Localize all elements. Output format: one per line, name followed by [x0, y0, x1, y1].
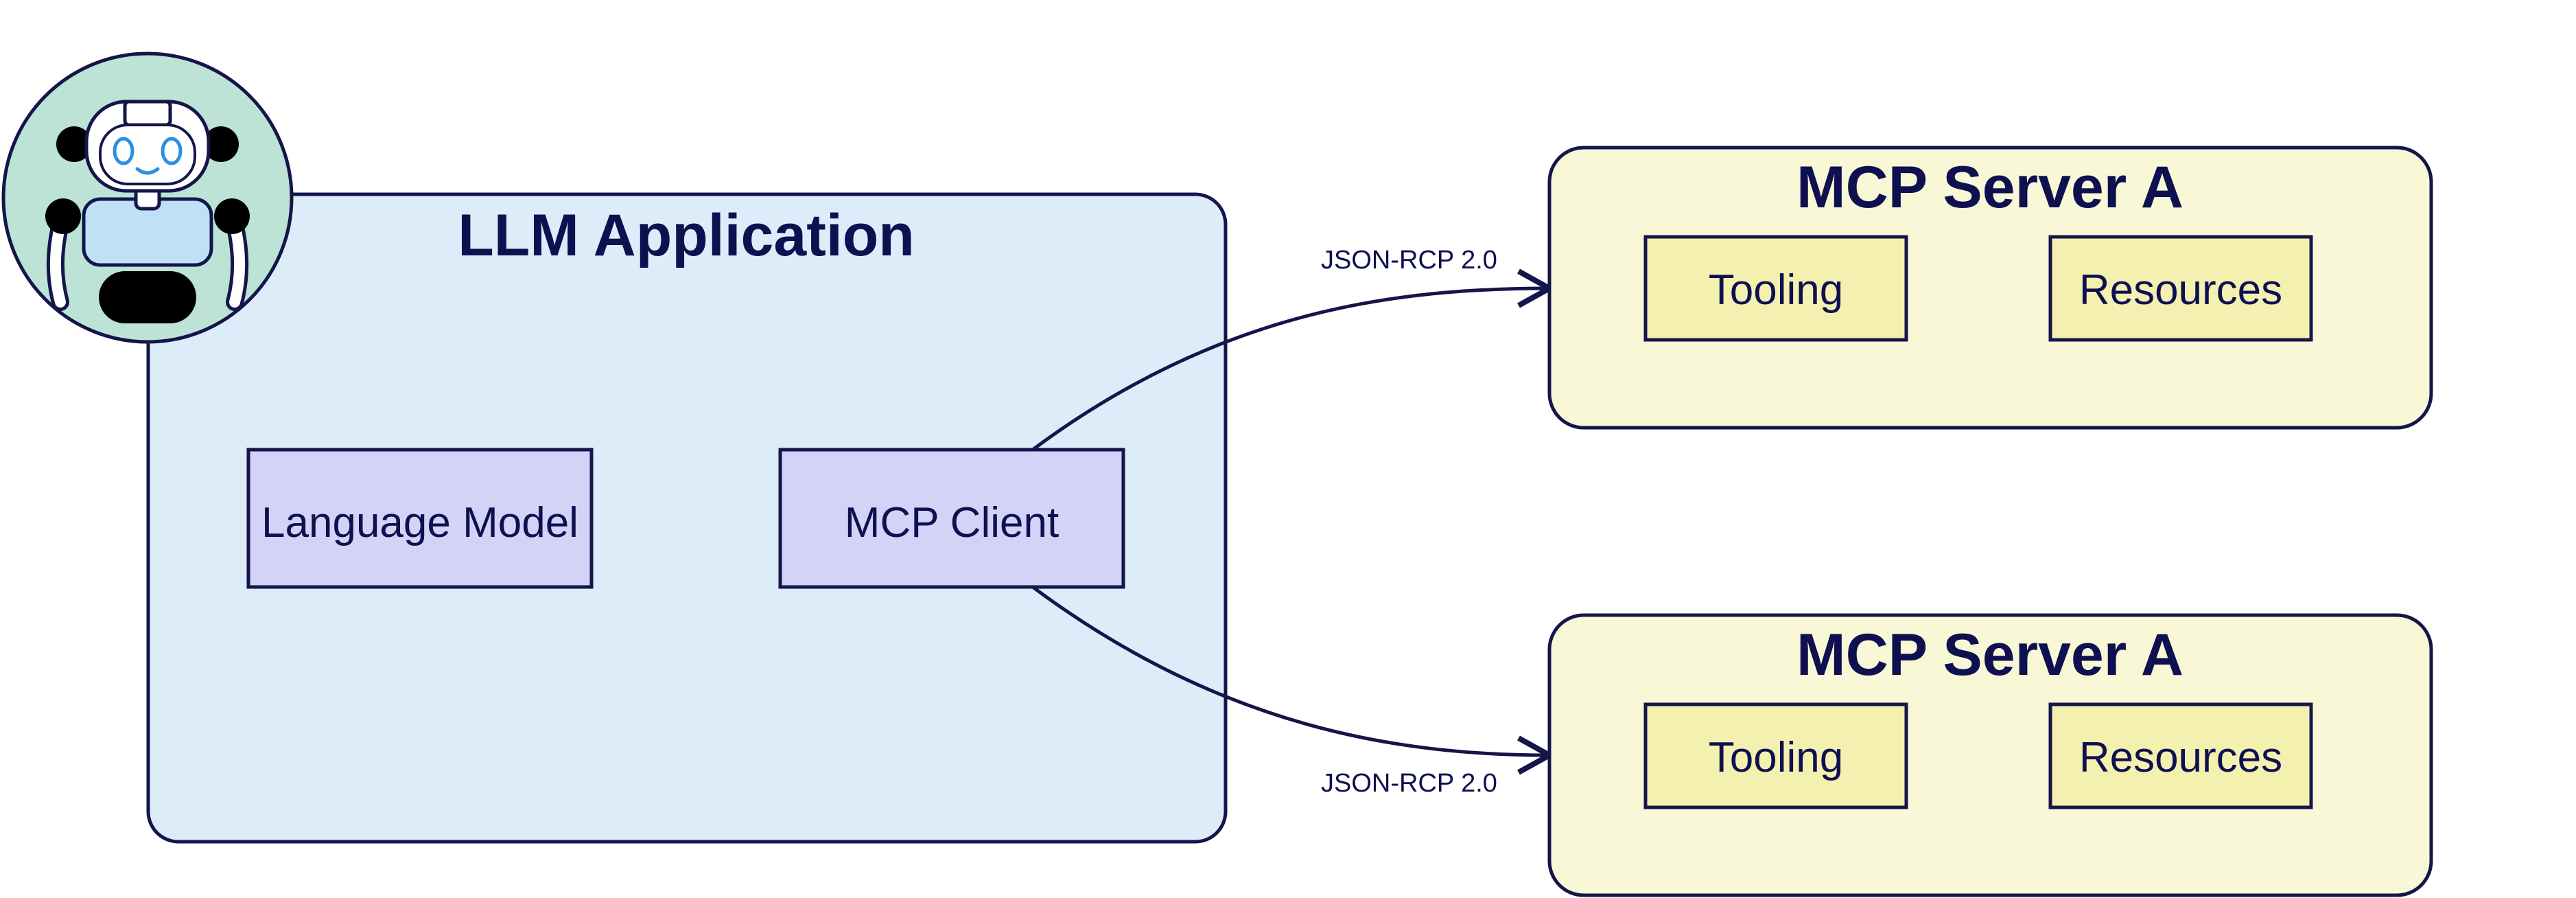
connection-top-label: JSON-RCP 2.0: [1321, 246, 1497, 275]
mcp-server-bottom-box: [1547, 613, 2433, 897]
llm-application-container: LLM Application Language Model MCP Clien…: [146, 192, 1228, 844]
mcp-server-bottom-tooling-label: Tooling: [1709, 734, 1843, 781]
connection-top: JSON-RCP 2.0: [1031, 246, 1556, 452]
mcp-server-top-tooling-label: Tooling: [1709, 266, 1843, 314]
mcp-server-top: MCP Server A Tooling Resources: [1547, 146, 2433, 430]
mcp-server-top-resources-box: Resources: [2048, 235, 2313, 342]
mcp-server-top-box: [1547, 146, 2433, 430]
mcp-server-bottom: MCP Server A Tooling Resources: [1547, 613, 2433, 897]
llm-application-title: LLM Application: [458, 203, 915, 268]
llm-application-box: [146, 192, 1228, 844]
mcp-server-bottom-resources-box: Resources: [2048, 702, 2313, 809]
mcp-client-label: MCP Client: [845, 499, 1059, 546]
language-model-label: Language Model: [261, 499, 578, 546]
mcp-server-top-resources-label: Resources: [2079, 266, 2282, 314]
mcp-server-bottom-resources-label: Resources: [2079, 734, 2282, 781]
mcp-client-box: MCP Client: [778, 448, 1125, 589]
language-model-box: Language Model: [246, 448, 594, 589]
connection-bottom-arrow: [1031, 585, 1556, 775]
connection-top-arrow: [1031, 268, 1556, 452]
mcp-server-top-title: MCP Server A: [1796, 154, 2183, 220]
connection-bottom: JSON-RCP 2.0: [1031, 585, 1556, 798]
connection-bottom-label: JSON-RCP 2.0: [1321, 769, 1497, 798]
robot-icon: [1, 51, 294, 344]
mcp-server-bottom-title: MCP Server A: [1796, 622, 2183, 688]
mcp-server-top-tooling-box: Tooling: [1643, 235, 1908, 342]
mcp-server-bottom-tooling-box: Tooling: [1643, 702, 1908, 809]
